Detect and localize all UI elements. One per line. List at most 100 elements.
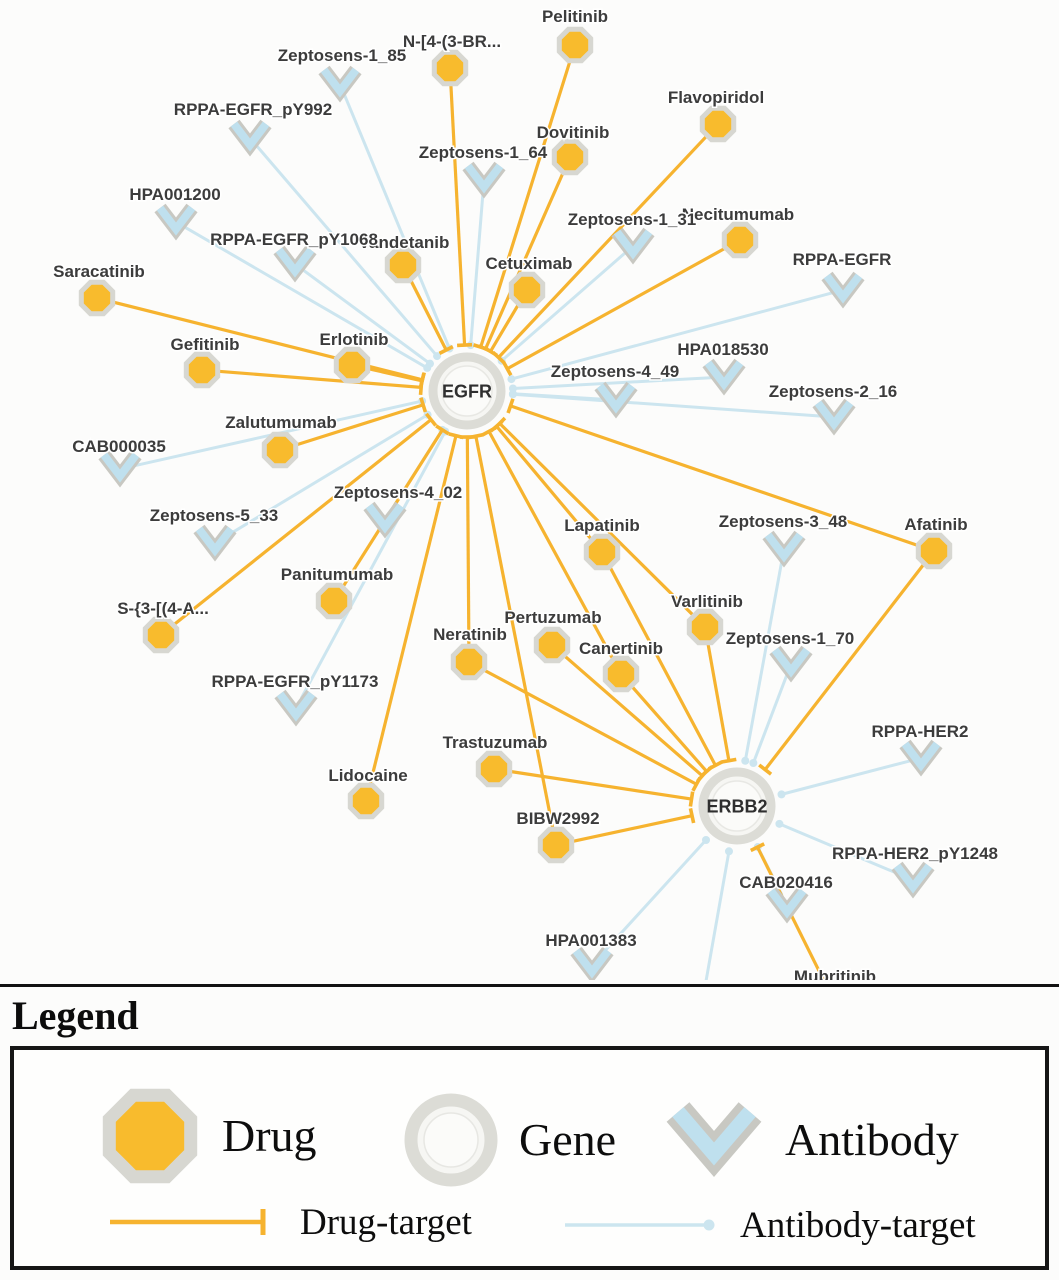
- node-label: Afatinib: [904, 515, 967, 534]
- drug-edge-layer: [111, 58, 927, 980]
- antibody-node: [273, 245, 317, 283]
- node-label: Zeptosens-3_48: [719, 512, 848, 531]
- node-label: CAB000035: [72, 437, 166, 456]
- antibody-target-line-icon: [565, 1219, 715, 1231]
- drug-node: [261, 431, 299, 469]
- node-label: RPPA-EGFR_pY992: [174, 100, 332, 119]
- drug-target-edge: [468, 432, 555, 831]
- antibody-node: [154, 203, 198, 241]
- antibody-node: [812, 398, 856, 436]
- antibody-icon: [666, 1102, 762, 1178]
- antibody-edge-layer: [130, 93, 911, 980]
- antibody-target-edge: [598, 835, 711, 958]
- drug-target-edge: [481, 426, 616, 662]
- drug-target-edge: [459, 435, 475, 648]
- node-label: Zeptosens-1_85: [278, 46, 407, 65]
- gene-label: EGFR: [442, 381, 492, 401]
- antibody-target-edge: [302, 269, 434, 368]
- node-label: HPA018530: [677, 340, 768, 359]
- drug-target-edge: [506, 398, 921, 548]
- antibody-target-edge: [777, 759, 911, 799]
- drug-node: [333, 346, 371, 384]
- drug-target-edge: [758, 561, 927, 776]
- node-label: CAB020416: [739, 873, 833, 892]
- drug-node: [551, 138, 589, 176]
- drug-node: [533, 626, 571, 664]
- node-label: Zeptosens-4_49: [551, 362, 680, 381]
- antibody-target-edge: [508, 390, 824, 418]
- node-label: Zeptosens-1_70: [726, 629, 855, 648]
- antibody-target-edge: [749, 673, 789, 768]
- legend-drug-label: Drug: [222, 1110, 317, 1161]
- legend-antibody-label: Antibody: [785, 1114, 959, 1165]
- node-label: Flavopiridol: [668, 88, 764, 107]
- drug-node: [699, 105, 737, 143]
- antibody-node: [570, 946, 614, 980]
- node-label: Zeptosens-2_16: [769, 382, 898, 401]
- drug-target-edge: [366, 366, 426, 389]
- antibody-node: [899, 739, 943, 777]
- drug-target-edge: [706, 641, 737, 764]
- legend-item-antibody: Antibody: [659, 1092, 959, 1188]
- node-label: RPPA-EGFR: [793, 250, 892, 269]
- drug-node: [915, 532, 953, 570]
- drug-node: [78, 279, 116, 317]
- legend-heading: Legend: [12, 993, 139, 1038]
- drug-node: [142, 616, 180, 654]
- antibody-node: [891, 861, 935, 899]
- drug-target-edge: [491, 133, 709, 364]
- antibody-node: [462, 161, 506, 199]
- node-label: Dovitinib: [537, 123, 610, 142]
- antibody-node: [821, 271, 865, 309]
- node-label: Pelitinib: [542, 7, 608, 26]
- drug-target-edge: [570, 807, 696, 844]
- drug-node: [384, 246, 422, 284]
- drug-node: [602, 655, 640, 693]
- node-label: BIBW2992: [516, 809, 599, 828]
- node-label: Varlitinib: [671, 592, 743, 611]
- drug-target-edge: [449, 82, 473, 348]
- drug-node: [431, 49, 469, 87]
- drug-node: [508, 271, 546, 309]
- node-label: RPPA-EGFR_pY1173: [212, 672, 379, 691]
- node-label: Cetuximab: [486, 254, 573, 273]
- antibody-node: [318, 65, 362, 103]
- drug-node: [183, 351, 221, 389]
- legend-box: Drug Gene Antibody Drug-target: [10, 1046, 1049, 1270]
- node-label: Zeptosens-4_02: [334, 483, 463, 502]
- drug-target-line-icon: [110, 1209, 266, 1235]
- node-label: Neratinib: [433, 625, 507, 644]
- drug-node: [315, 582, 353, 620]
- antibody-target-edge: [256, 145, 442, 361]
- node-label: Erlotinib: [320, 330, 389, 349]
- antibody-node: [228, 119, 272, 157]
- drug-node: [537, 826, 575, 864]
- drug-node: [556, 26, 594, 64]
- drug-target-edge: [293, 397, 428, 448]
- node-label: Canertinib: [579, 639, 663, 658]
- node-label: Lidocaine: [328, 766, 407, 785]
- node-label: HPA001200: [129, 185, 220, 204]
- node-label: N-[4-(3-BR...: [403, 32, 501, 51]
- antibody-node: [98, 450, 142, 488]
- drug-target-edge: [493, 416, 696, 618]
- node-label: RPPA-EGFR_pY1068: [210, 230, 378, 249]
- node-label: HPA001383: [545, 931, 636, 950]
- gene-node: EGFR: [428, 352, 506, 430]
- drug-target-edge: [483, 302, 521, 357]
- antibody-node: [769, 645, 813, 683]
- antibody-node: [193, 524, 237, 562]
- drug-node: [450, 643, 488, 681]
- antibody-node: [765, 886, 809, 924]
- antibody-target-edge: [299, 427, 450, 700]
- node-label: Mubritinib: [794, 967, 876, 980]
- antibody-target-edge: [741, 559, 784, 765]
- legend-item-drug: Drug: [94, 1080, 317, 1192]
- drug-node: [686, 608, 724, 646]
- node-label: Zeptosens-1_64: [419, 143, 548, 162]
- antibody-node: [702, 358, 746, 396]
- node-label: Panitumumab: [281, 565, 393, 584]
- node-label: Zeptosens-1_31: [568, 210, 697, 229]
- antibody-node: [611, 227, 655, 265]
